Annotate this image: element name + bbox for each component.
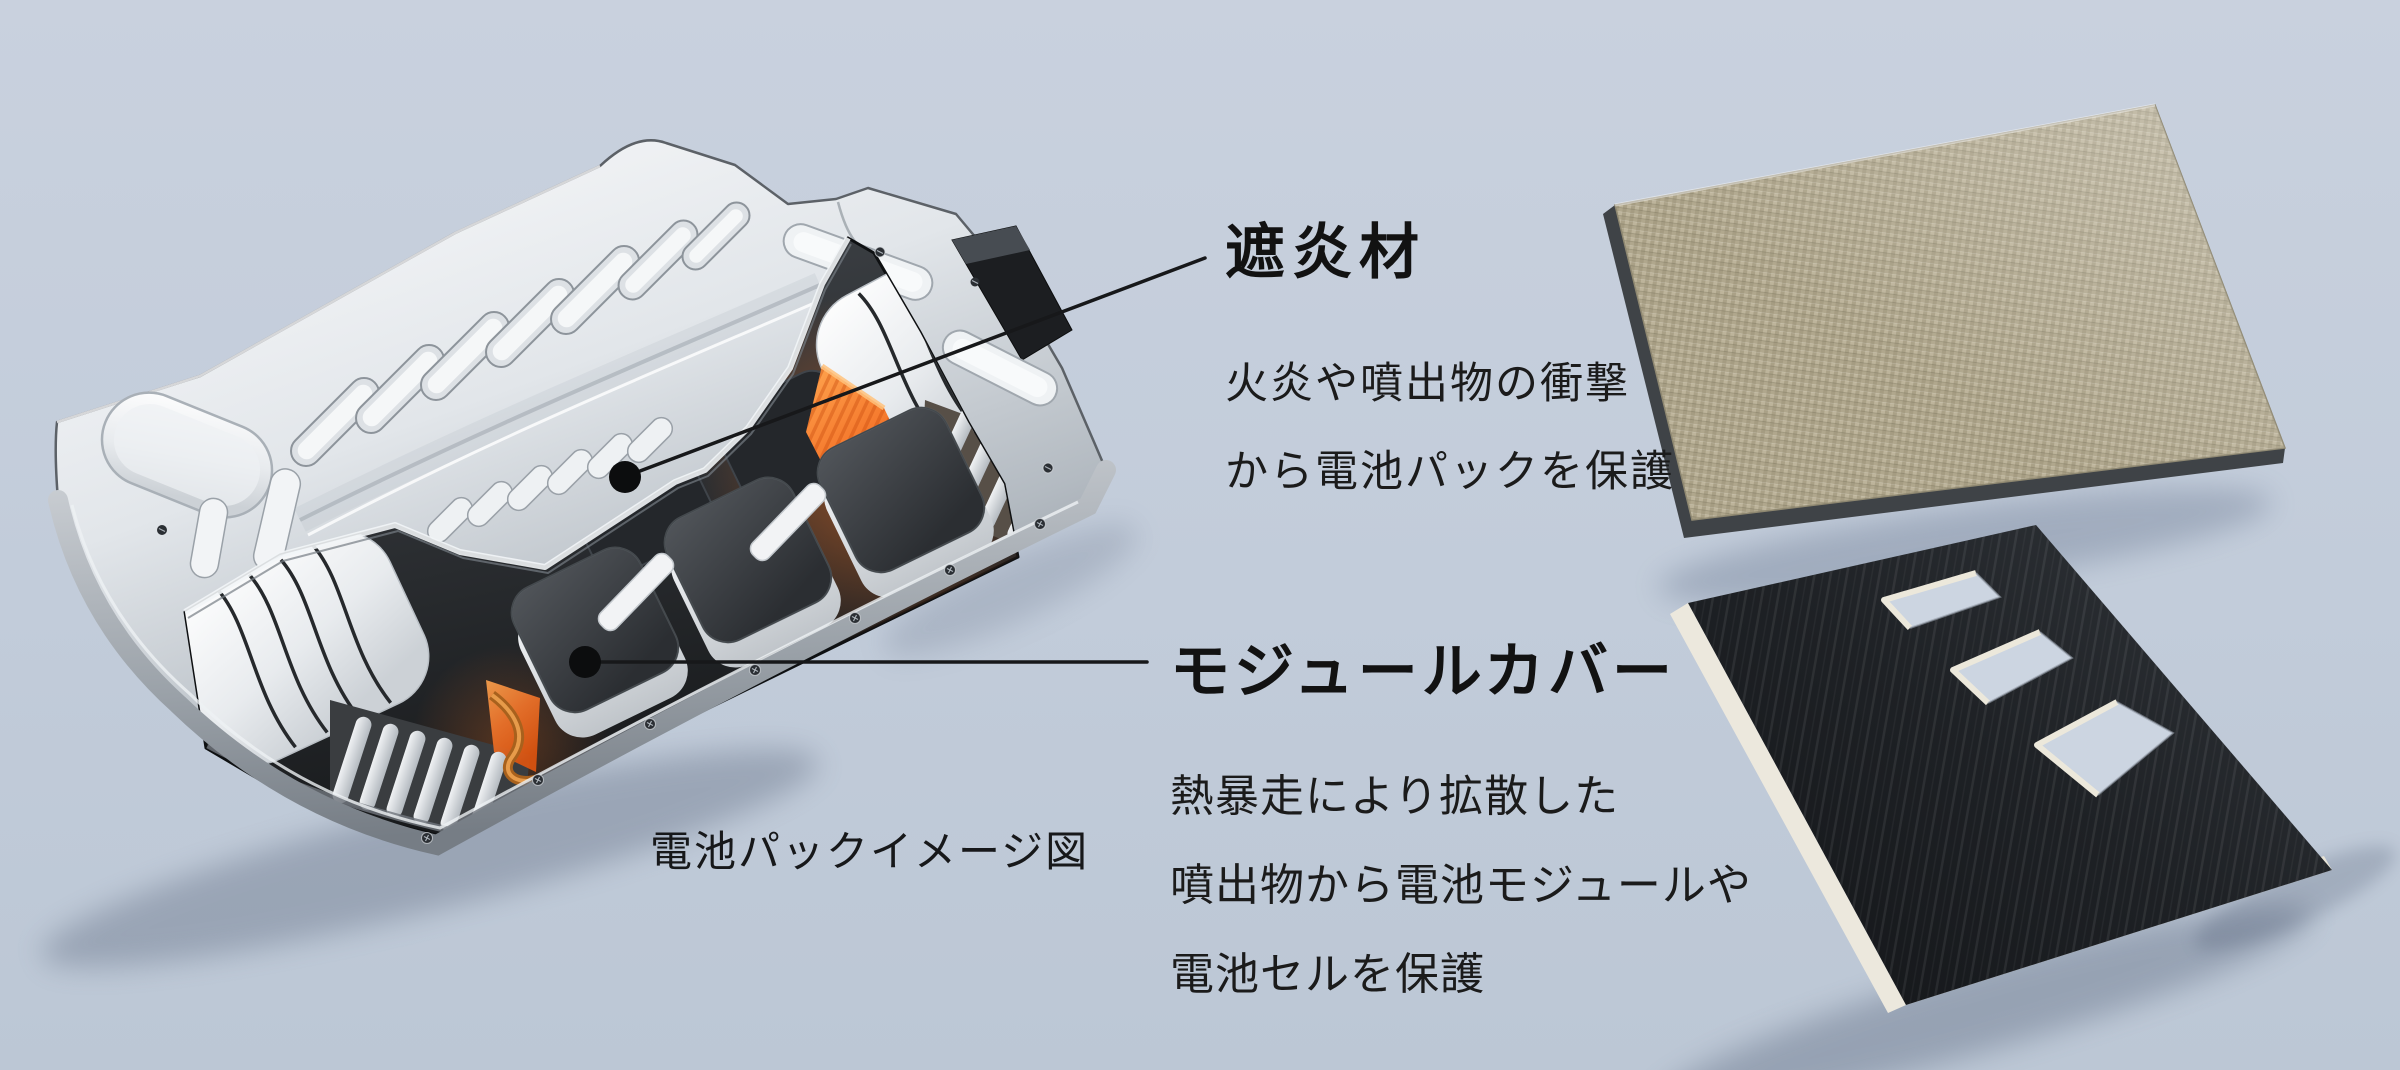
module-cover-sample-photo — [1670, 525, 2332, 1013]
module-cover-title: モジュールカバー — [1170, 637, 1676, 707]
flame-shield-sample-photo — [1603, 103, 2287, 538]
leader-line-flame-shield — [638, 256, 1207, 473]
module-cover-label: モジュールカバー 熱暴走により拡散した 噴出物から電池モジュールや 電池セルを保… — [1170, 640, 1752, 1019]
module-cover-description-line-2: 噴出物から電池モジュールや — [1170, 860, 1752, 911]
flame-shield-title: 遮炎材 — [1225, 218, 1426, 288]
flame-shield-label: 遮炎材 火炎や噴出物の衝撃 から電池パックを保護 — [1225, 222, 1675, 516]
battery-pack-illustration — [48, 139, 1116, 856]
cutout-3 — [2034, 699, 2175, 798]
leader-dot-module-cover — [569, 646, 601, 678]
flame-shield-description: 火炎や噴出物の衝撃 から電池パックを保護 — [1225, 340, 1675, 516]
module-connector-bar — [749, 482, 827, 562]
module-cover-description-line-1: 熱暴走により拡散した — [1170, 771, 1620, 822]
module-cover-description-line-3: 電池セルを保護 — [1170, 949, 1485, 1000]
module-connector-bar — [597, 552, 675, 632]
battery-pack-caption: 電池パックイメージ図 — [650, 827, 1090, 876]
rim-screws — [157, 246, 1054, 844]
flame-shield-description-line-1: 火炎や噴出物の衝撃 — [1225, 359, 1630, 409]
flame-shield-description-line-2: から電池パックを保護 — [1225, 447, 1675, 497]
module-cover-description: 熱暴走により拡散した 噴出物から電池モジュールや 電池セルを保護 — [1170, 752, 1752, 1019]
lid-rib-slots — [290, 201, 751, 467]
leader-annotations — [569, 256, 1207, 678]
cutout-1 — [1881, 570, 2002, 631]
leader-dot-flame-shield — [609, 461, 641, 493]
pack-connector — [951, 225, 1073, 361]
cutout-2 — [1950, 629, 2074, 706]
tray-rim — [48, 460, 1116, 856]
front-module-covers — [510, 406, 994, 738]
lid-small-ribs — [426, 416, 674, 544]
lid-left-boss — [100, 391, 274, 519]
